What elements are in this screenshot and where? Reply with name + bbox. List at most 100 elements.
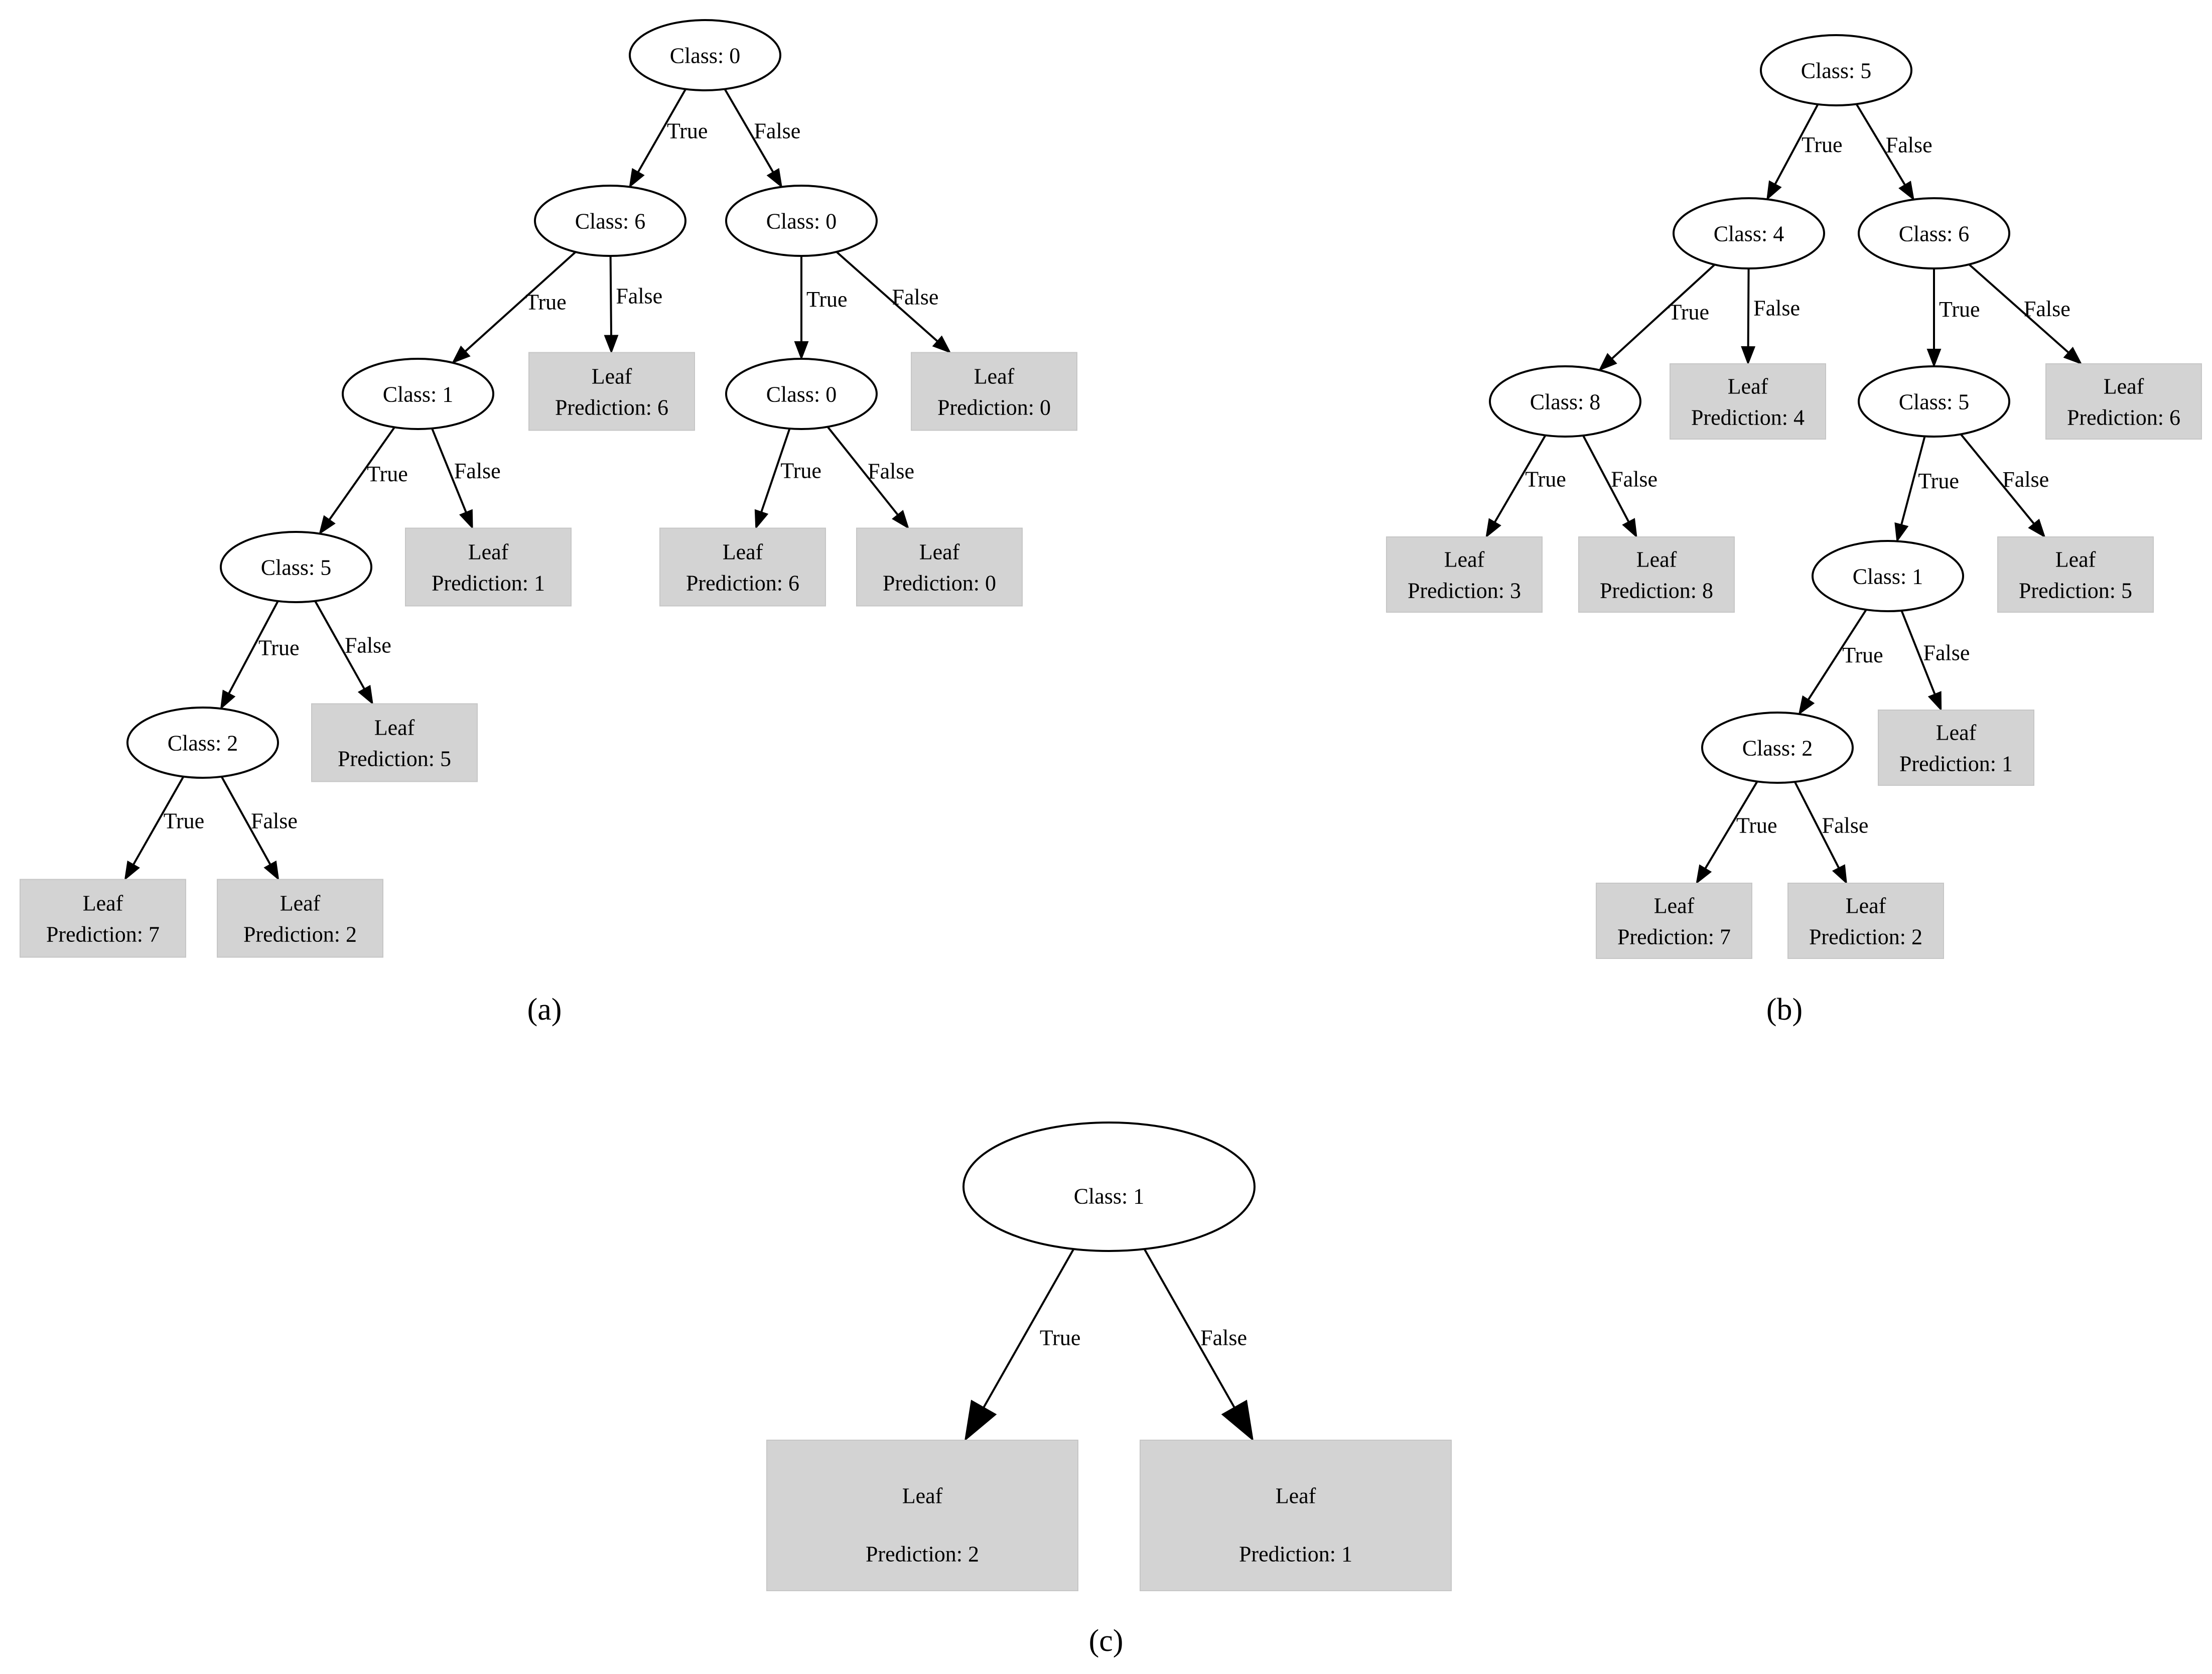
edge-n3-l8 [1494,435,1547,523]
edge-label-true: True [1040,1326,1081,1350]
leaf-node-title: Leaf [374,715,415,740]
edge-n0-n2 [1855,103,1906,186]
edge-n0-l2 [1143,1248,1235,1408]
decision-node-ellipse [534,185,686,257]
edge-n2-l7 [1968,263,2069,353]
edge-n5-l10 [826,426,899,516]
decision-node-ellipse [1760,34,1912,106]
leaf-node-box [1386,536,1543,613]
edge-n0-n2 [724,88,774,173]
arrowhead-n3-l9 [1622,518,1637,538]
decision-node-ellipse [1812,540,1964,612]
edge-n1-n3 [1611,263,1716,360]
leaf-node-title: Leaf [83,891,123,915]
arrowhead-n0-l1 [964,1400,997,1442]
leaf-node-prediction: Prediction: 2 [1809,924,1922,949]
leaf-node-prediction: Prediction: 1 [432,571,545,595]
caption-b: (b) [1766,993,1803,1027]
leaf-node-title: Leaf [1636,547,1677,572]
arrowhead-n10-l13 [1927,691,1942,712]
arrowhead-n1-l4 [1741,346,1756,365]
decision-node-label: Class: 1 [1853,564,1923,589]
decision-node-ellipse [629,19,781,91]
arrowhead-n5-l10 [892,510,909,529]
leaf-node-prediction: Prediction: 6 [555,395,668,420]
leaf-node-title: Leaf [1444,547,1485,572]
edge-label-false: False [1923,641,1970,665]
decision-node-ellipse [1858,365,2010,438]
decision-node-ellipse [342,358,494,430]
edge-label-false: False [2024,297,2070,321]
decision-node: Class: 2 [126,707,279,779]
leaf-node-prediction: Prediction: 1 [1239,1542,1352,1567]
decision-node-label: Class: 2 [1742,736,1813,760]
leaf-node-box [20,879,186,958]
arrowhead-n3-l8 [1485,518,1501,538]
decision-node-label: Class: 6 [1899,221,1970,246]
decision-node-label: Class: 2 [168,731,238,755]
arrowhead-n0-n1 [629,168,645,188]
leaf-node-box [2045,363,2202,440]
leaf-node-title: Leaf [723,539,763,564]
decision-node-label: Class: 5 [261,555,332,580]
decision-node-label: Class: 1 [1074,1184,1145,1209]
leaf-node-title: Leaf [468,539,509,564]
decision-node: Class: 1 [1812,540,1964,612]
decision-node-label: Class: 4 [1714,221,1784,246]
decision-node-label: Class: 5 [1899,389,1970,414]
leaf-node-prediction: Prediction: 6 [686,571,799,595]
decision-node: Class: 4 [1673,197,1825,269]
leaf-node-box [217,879,383,958]
leaf-node-box [1670,363,1826,440]
edge-n7-n11 [228,601,279,694]
edge-n6-l11 [1960,434,2035,524]
decision-node: Class: 1 [342,358,494,430]
leaf-node-title: Leaf [1846,893,1886,918]
edge-label-true: True [667,119,708,144]
edge-n5-l9 [760,428,791,512]
arrowhead-n5-l9 [754,509,769,530]
leaf-node-box [659,527,826,607]
edge-label-false: False [868,459,914,484]
edge-n6-n10 [1900,436,1926,525]
edge-n10-l13 [1900,610,1936,695]
arrowhead-n0-n2 [766,168,783,188]
leaf-node-box [528,352,695,431]
arrowhead-n12-l15 [1832,864,1848,885]
leaf-node-title: Leaf [1654,893,1695,918]
arrowhead-n1-n3 [451,345,471,364]
leaf-node-prediction: Prediction: 7 [46,922,160,946]
leaf-node-prediction: Prediction: 0 [937,395,1051,420]
edge-n12-l14 [1704,781,1758,869]
edge-label-true: True [1525,467,1566,491]
decision-node-ellipse [725,358,878,430]
decision-node-ellipse [1489,365,1641,438]
edge-n3-l8 [431,428,467,513]
leaf-node-box [766,1440,1078,1591]
edge-n11-l13 [132,776,185,865]
leaf-node-prediction: Prediction: 2 [243,922,357,946]
edge-n1-l4 [1747,268,1750,347]
arrowhead-n2-l6 [932,335,951,354]
caption-c: (c) [1089,1624,1124,1658]
edge-label-false: False [454,459,501,483]
leaf-node-box [405,527,572,607]
decision-node: Class: 1 [962,1122,1256,1252]
leaf-node-prediction: Prediction: 7 [1617,924,1731,949]
leaf-node-box [1596,883,1752,959]
decision-node-label: Class: 6 [575,209,646,233]
edge-n3-n7 [328,427,395,520]
